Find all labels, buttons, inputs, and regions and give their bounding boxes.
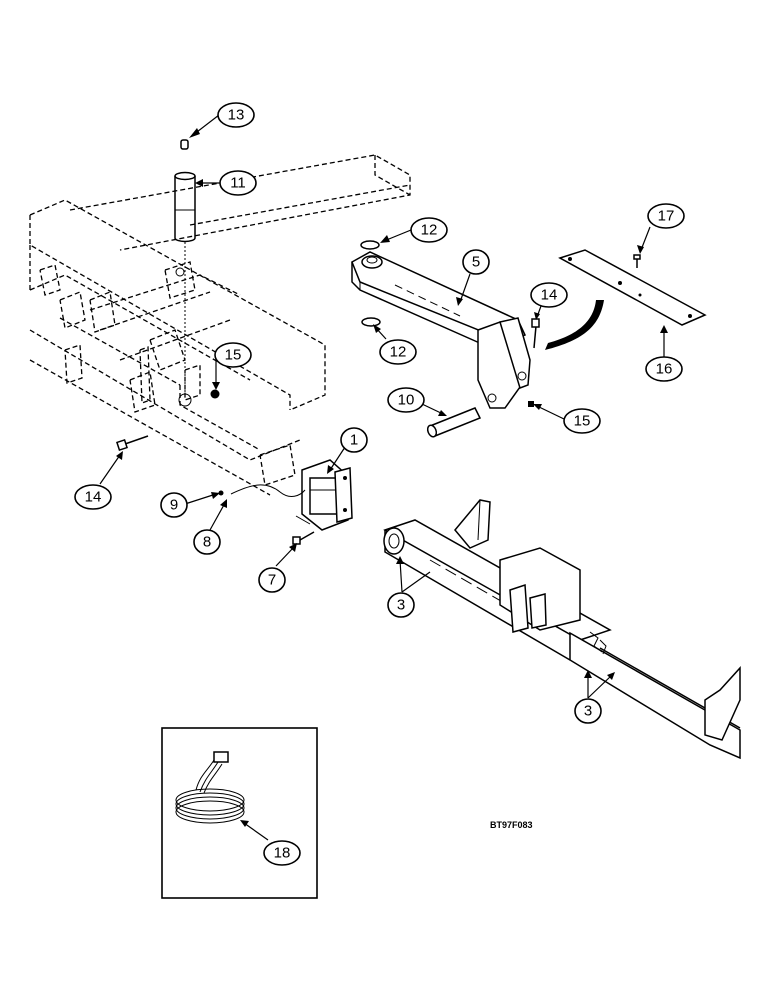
callout-8: 8	[193, 529, 221, 555]
leader-lines	[99, 114, 668, 841]
callout-10: 10	[387, 387, 425, 413]
nut-part-15-left	[210, 389, 220, 399]
callout-7: 7	[258, 567, 286, 593]
setscrew-part-13	[180, 139, 189, 150]
callout-label-12-top: 12	[421, 222, 438, 239]
callout-label-12-bottom: 12	[390, 344, 407, 361]
callout-label-11: 11	[230, 175, 246, 192]
washer-part-9	[218, 490, 224, 496]
callout-label-9: 9	[170, 497, 178, 514]
callout-11: 11	[219, 170, 257, 196]
bolt-part-14-left	[116, 435, 149, 451]
callout-label-16: 16	[656, 361, 673, 378]
callout-15-right: 15	[563, 408, 601, 434]
callout-1: 1	[340, 427, 368, 453]
frame-assembly-outline	[29, 154, 411, 496]
callout-label-14-right: 14	[541, 287, 558, 304]
callout-12-bottom: 12	[379, 339, 417, 365]
screw-part-17	[633, 254, 641, 268]
callout-9: 9	[160, 492, 188, 518]
bolt-part-14-right	[531, 318, 540, 349]
callout-label-18: 18	[274, 845, 291, 862]
callout-15-left: 15	[214, 342, 252, 368]
callout-label-8: 8	[203, 534, 211, 551]
assembly-direction-arrow	[545, 300, 604, 350]
ring-part-12-bottom	[361, 317, 381, 327]
callout-label-15-right: 15	[574, 413, 591, 430]
nut-part-15-right	[528, 401, 534, 407]
wire-harness-part-18	[175, 751, 245, 824]
callout-14-left: 14	[74, 484, 112, 510]
callout-label-14-left: 14	[85, 489, 102, 506]
tube-part-3	[383, 499, 741, 760]
callout-3-right: 3	[574, 698, 602, 724]
callout-17: 17	[647, 203, 685, 229]
callout-label-15-left: 15	[225, 347, 242, 364]
ring-part-12-top	[360, 240, 380, 250]
pin-part-11	[174, 171, 196, 395]
wire-part-8	[230, 484, 306, 497]
inset-detail-box	[161, 727, 318, 899]
cover-plate-part-16	[558, 249, 707, 326]
callout-label-7: 7	[268, 572, 276, 589]
callout-18: 18	[263, 840, 301, 866]
callout-label-13: 13	[228, 107, 245, 124]
callout-label-3-right: 3	[584, 703, 592, 720]
callout-13: 13	[217, 102, 255, 128]
callout-label-10: 10	[398, 392, 415, 409]
figure-reference-code: BT97F083	[490, 820, 533, 830]
callout-3-left: 3	[387, 592, 415, 618]
actuator-part-1	[301, 459, 353, 531]
callout-16: 16	[645, 356, 683, 382]
callout-label-1: 1	[350, 432, 358, 449]
pin-part-10	[426, 407, 482, 438]
callout-label-3-left: 3	[397, 597, 405, 614]
callout-label-17: 17	[658, 208, 675, 225]
callout-5: 5	[462, 249, 490, 275]
callout-12-top: 12	[410, 217, 448, 243]
callout-label-5: 5	[472, 254, 480, 271]
arm-part-5	[351, 251, 531, 409]
callout-14-right: 14	[530, 282, 568, 308]
